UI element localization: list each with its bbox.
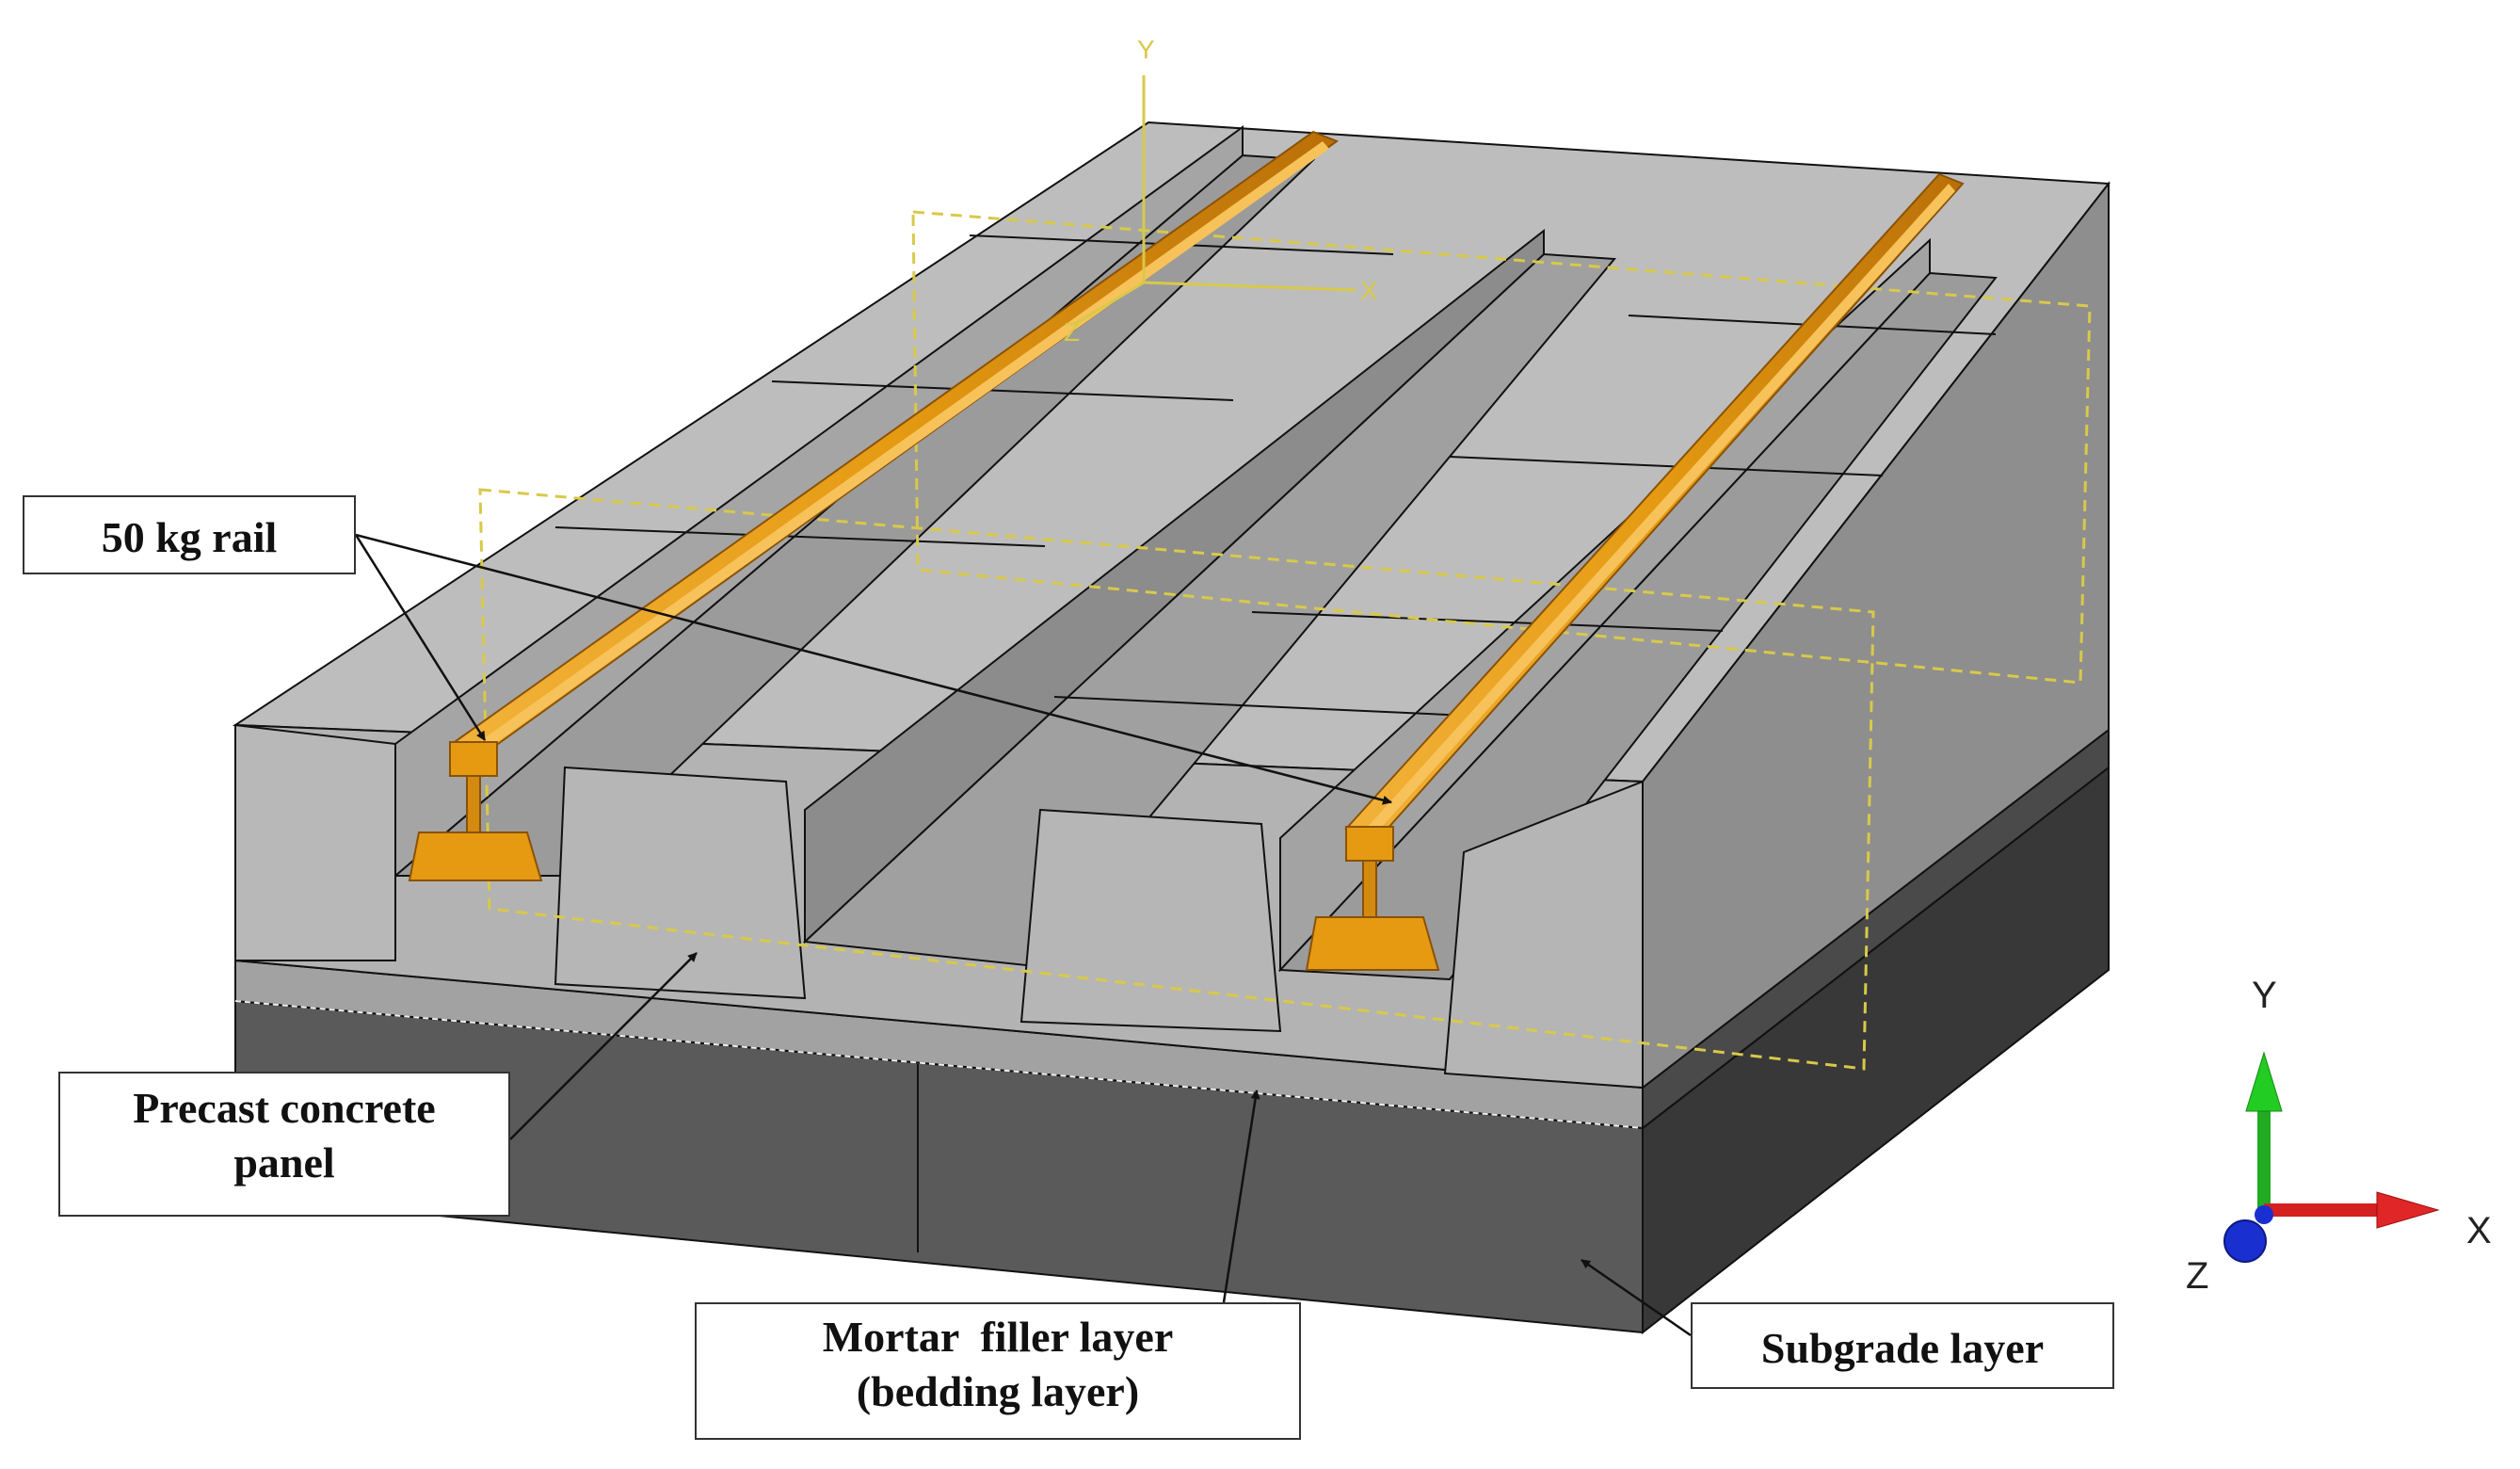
rail-right xyxy=(1305,172,1965,971)
model-csys xyxy=(1072,75,1356,327)
shoulder-block-2 xyxy=(554,766,807,1000)
label-subgrade-text: Subgrade layer xyxy=(1760,1324,2045,1372)
mortar-dashed-edge xyxy=(234,1000,1644,1129)
label-panel-line2: panel xyxy=(233,1138,335,1186)
leader-rail-right xyxy=(355,533,1392,805)
label-50kg-rail: 50 kg rail xyxy=(23,495,356,574)
triad-y-arrow-icon xyxy=(2245,1051,2283,1112)
leader-lines xyxy=(354,533,1692,1337)
rail-left xyxy=(408,130,1340,881)
leader-mortar xyxy=(1222,1090,1260,1303)
rail-right-foot xyxy=(1305,916,1440,971)
label-subgrade: Subgrade layer xyxy=(1691,1302,2114,1389)
precast-concrete-panel xyxy=(232,121,2111,1090)
panel-seams xyxy=(554,234,1997,717)
rail-right-head xyxy=(1345,826,1394,862)
shoulder-block-1 xyxy=(234,723,396,961)
triad-z-label: Z xyxy=(2186,1255,2208,1297)
leader-panel xyxy=(509,952,698,1140)
rail-left-foot xyxy=(408,831,543,881)
label-panel-line1: Precast concrete xyxy=(133,1084,436,1132)
shoulder-block-3 xyxy=(1019,808,1282,1033)
triad-y-label: Y xyxy=(2252,975,2277,1016)
shoulder-block-4 xyxy=(1443,780,1644,1090)
label-precast-panel: Precast concrete panel xyxy=(58,1072,510,1217)
csys-z-label: Z xyxy=(1064,317,1080,347)
triad-z-ball-icon xyxy=(2223,1219,2267,1263)
triad-y-shaft xyxy=(2257,1111,2271,1209)
leader-rail-left xyxy=(354,534,487,741)
rail-left-head xyxy=(449,741,498,777)
axis-triad xyxy=(2223,1051,2440,1263)
triad-x-shaft xyxy=(2264,1203,2377,1217)
label-mortar-filler: Mortar filler layer (bedding layer) xyxy=(695,1302,1301,1440)
label-mortar-line2: (bedding layer) xyxy=(856,1366,1140,1415)
leader-subgrade xyxy=(1581,1258,1692,1337)
rail-right-web xyxy=(1362,860,1377,918)
center-gap-wall xyxy=(804,228,1545,944)
triad-x-label: X xyxy=(2466,1210,2492,1251)
triad-x-arrow-icon xyxy=(2376,1191,2440,1229)
rail-left-web xyxy=(466,775,481,833)
label-rail-text: 50 kg rail xyxy=(101,513,278,561)
csys-x-label: X xyxy=(1360,276,1378,305)
label-mortar-line1: Mortar filler layer xyxy=(822,1313,1174,1361)
csys-y-label: Y xyxy=(1137,35,1155,64)
